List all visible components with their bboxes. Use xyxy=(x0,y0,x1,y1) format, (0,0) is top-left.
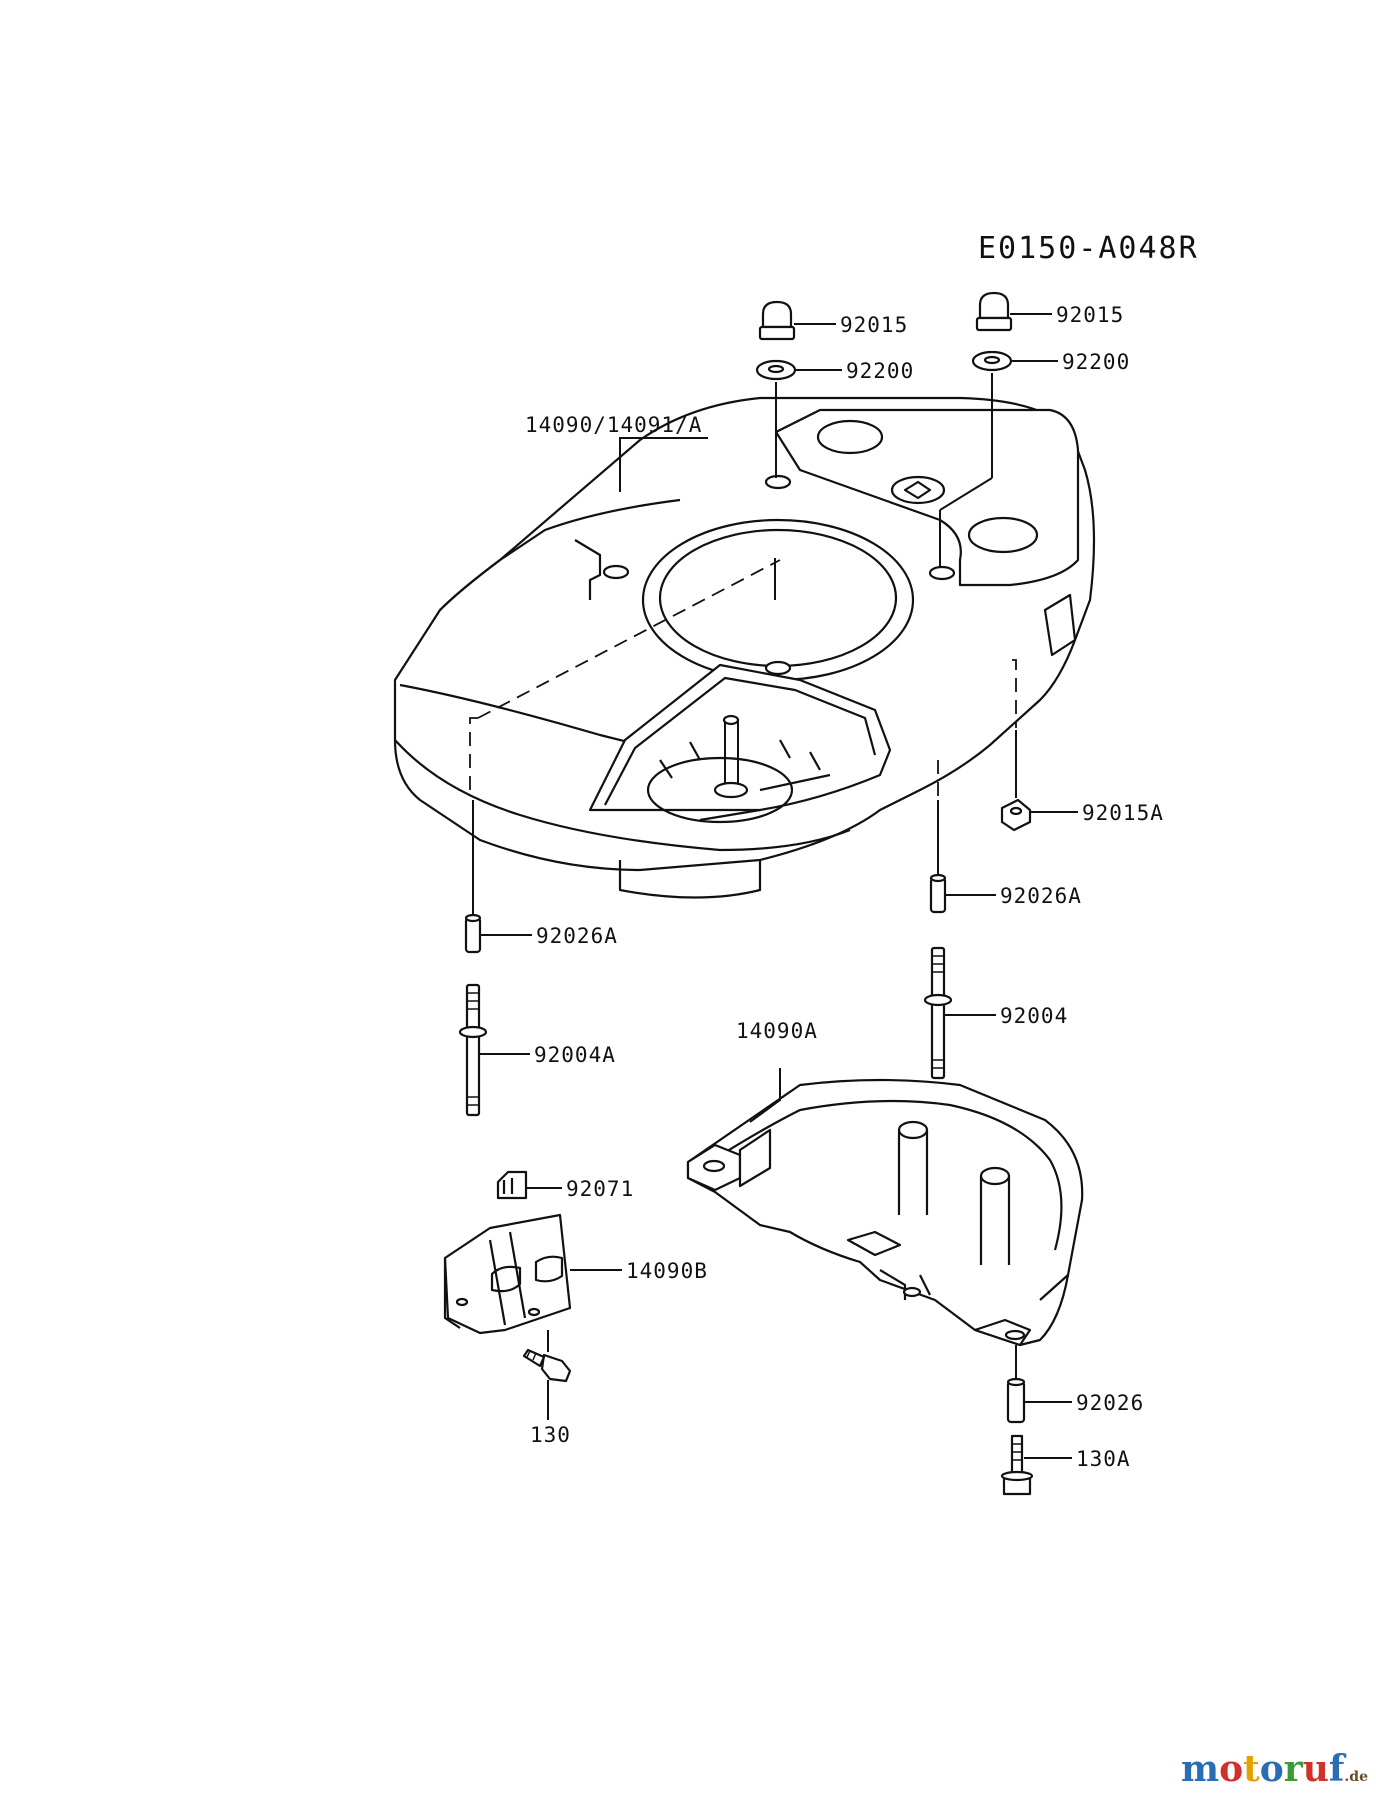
label-92004: 92004 xyxy=(1000,1004,1068,1028)
watermark-letter: f xyxy=(1328,1748,1345,1790)
cap-nut-92015-left[interactable] xyxy=(758,300,796,341)
collar-92026[interactable] xyxy=(1006,1377,1026,1424)
leader-lines xyxy=(472,313,1078,1459)
label-92015-left: 92015 xyxy=(840,313,908,337)
watermark-letter: m xyxy=(1181,1748,1220,1790)
washer-92200-right[interactable] xyxy=(971,350,1013,372)
square-nut-92015A[interactable] xyxy=(1000,798,1032,832)
stud-92004A[interactable] xyxy=(458,983,488,1117)
washer-92200-left[interactable] xyxy=(755,359,797,381)
label-14090-14091: 14090/14091/A xyxy=(525,413,702,437)
collar-92026A-left[interactable] xyxy=(464,913,482,954)
collar-92026A-right[interactable] xyxy=(929,873,947,914)
bolt-130[interactable] xyxy=(522,1348,572,1383)
label-92071: 92071 xyxy=(566,1177,634,1201)
watermark-letter: o xyxy=(1219,1748,1244,1790)
label-14090B: 14090B xyxy=(626,1259,708,1283)
label-92026A-left: 92026A xyxy=(536,924,618,948)
lower-shroud-14090A[interactable] xyxy=(686,1078,1084,1347)
clip-92071[interactable] xyxy=(496,1170,528,1200)
label-92200-left: 92200 xyxy=(846,359,914,383)
label-130A: 130A xyxy=(1076,1447,1131,1471)
label-130: 130 xyxy=(530,1423,571,1447)
part-labels: 92015 92015 92200 92200 14090/14091/A 92… xyxy=(525,303,1164,1471)
label-92200-right: 92200 xyxy=(1062,350,1130,374)
label-92026A-right: 92026A xyxy=(1000,884,1082,908)
stud-92004[interactable] xyxy=(923,946,953,1080)
label-92015-right: 92015 xyxy=(1056,303,1124,327)
watermark-logo: motoruf.de xyxy=(1181,1748,1368,1790)
hidden-lines xyxy=(469,559,1017,798)
bolt-130A[interactable] xyxy=(1000,1434,1034,1496)
watermark-suffix: .de xyxy=(1344,1769,1368,1785)
bracket-14090B[interactable] xyxy=(443,1213,572,1335)
cooling-shroud-14090[interactable] xyxy=(393,396,1096,899)
label-14090A: 14090A xyxy=(736,1019,818,1043)
watermark-letter: u xyxy=(1302,1748,1329,1790)
cap-nut-92015-right[interactable] xyxy=(975,291,1013,332)
label-92015A: 92015A xyxy=(1082,801,1164,825)
label-92004A: 92004A xyxy=(534,1043,616,1067)
watermark-letter: o xyxy=(1259,1748,1284,1790)
diagram-id: E0150-A048R xyxy=(978,231,1199,266)
watermark-letter: r xyxy=(1283,1748,1303,1790)
watermark-letter: t xyxy=(1243,1748,1260,1790)
label-92026: 92026 xyxy=(1076,1391,1144,1415)
